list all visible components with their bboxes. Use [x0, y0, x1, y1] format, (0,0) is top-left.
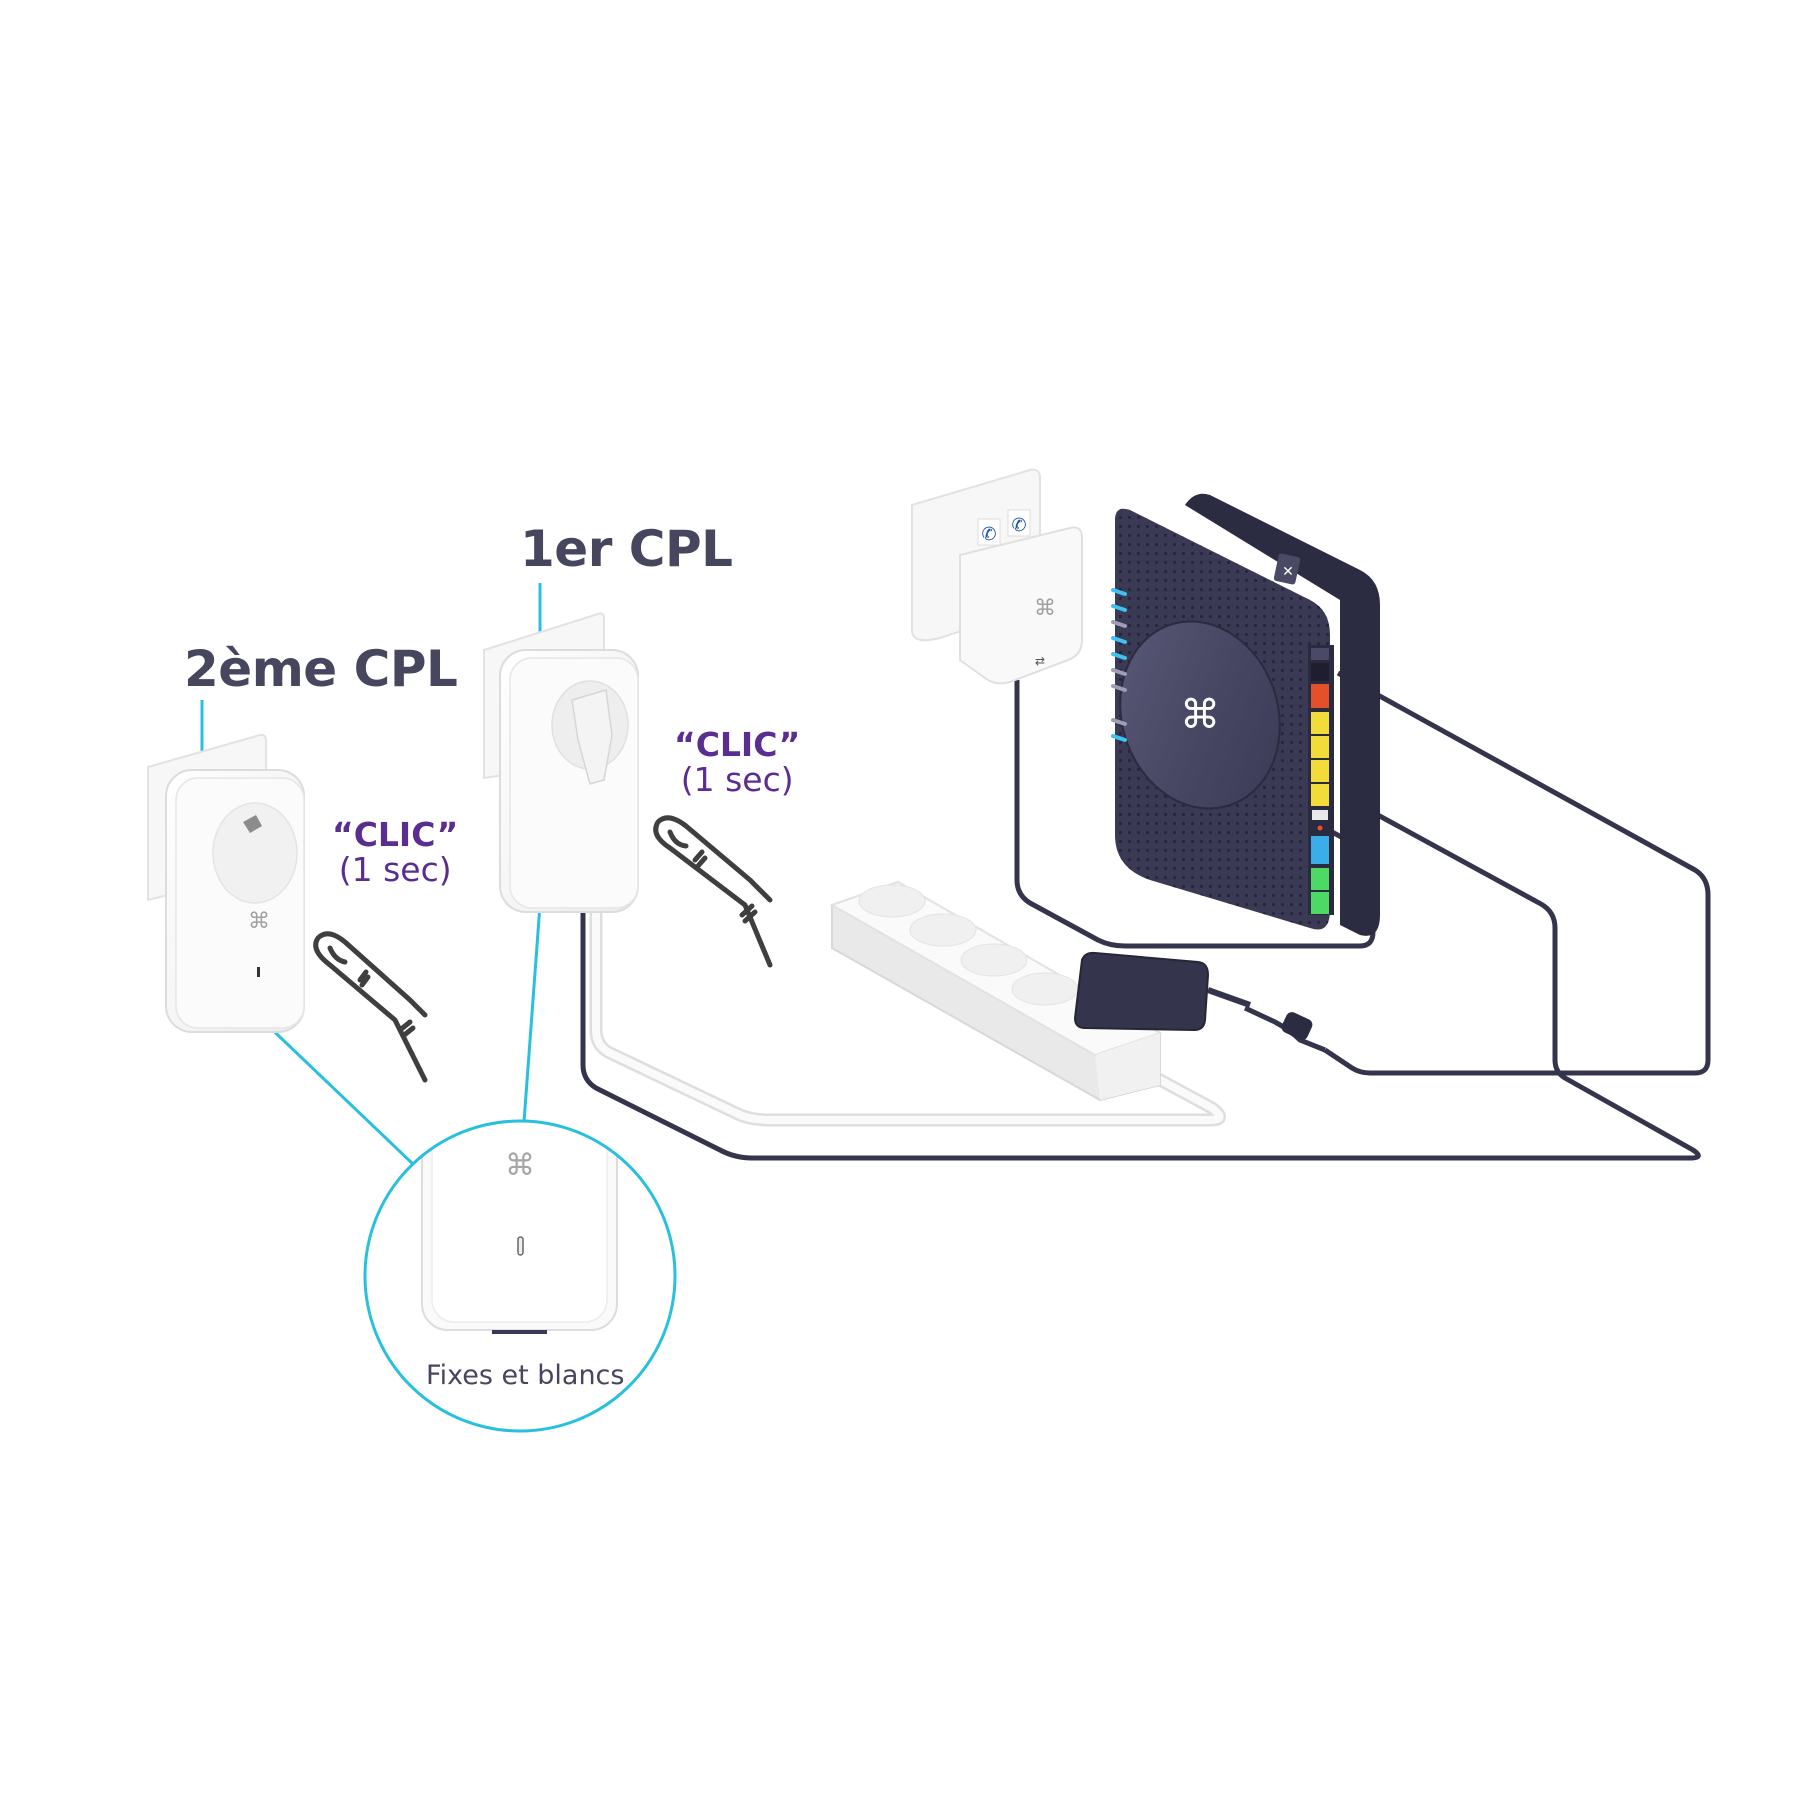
ground-pin-icon: [243, 815, 262, 833]
ethernet-port-3: [1311, 760, 1329, 782]
phone-socket-adapter: ✆ ✆ ⌘ ⇄: [911, 468, 1083, 685]
callout-line-first-cpl-to-zoom: [522, 904, 542, 1123]
ethernet-cable-cpl-to-router: [580, 805, 1701, 1161]
socket-hole: [212, 802, 298, 904]
power-in-port: [1311, 663, 1329, 681]
router-power-supply: [1073, 951, 1313, 1040]
brand-logo-icon: ⌘: [248, 909, 270, 934]
second-cpl-adapter: ⌘: [147, 733, 305, 1033]
phone-port-1: [1311, 868, 1329, 890]
router-stand: [1185, 493, 1380, 936]
phone-port-icon: ✆: [981, 524, 996, 545]
fiber-port: [1311, 684, 1329, 708]
brand-logo-icon: ⌘: [1034, 596, 1056, 621]
status-led-off: [517, 1236, 524, 1256]
router-status-leds: [1111, 588, 1127, 742]
status-led: [257, 967, 260, 977]
router-ports: [1311, 648, 1329, 914]
finger-pressing-first-cpl: [653, 815, 773, 968]
callout-line-second-cpl-to-zoom: [258, 1016, 416, 1167]
dsl-port-icon: ⇄: [1035, 654, 1045, 668]
finger-pressing-second-cpl: [313, 931, 428, 1083]
callout-circle: [363, 1119, 677, 1433]
router-top-logo-icon: ✕: [1282, 564, 1294, 580]
cables: [580, 670, 1711, 1161]
dsl-port: [1311, 836, 1329, 864]
router-logo-icon: ⌘: [1180, 692, 1220, 738]
hands: [313, 815, 773, 1083]
brand-logo-icon: ⌘: [505, 1148, 535, 1183]
press-duration-label: (1 sec): [338, 849, 452, 889]
ethernet-port-2: [1311, 736, 1329, 758]
first-cpl-adapter: [483, 612, 639, 913]
zoom-callout-caption: Fixes et blancs: [426, 1360, 625, 1391]
outlet-2: [909, 913, 977, 947]
outlet-4: [1011, 972, 1079, 1006]
ethernet-port-1: [1311, 712, 1329, 734]
ferrite-core: [1281, 1012, 1313, 1040]
router: ⌘ ✕: [1111, 493, 1380, 936]
reset-button: [1317, 825, 1323, 831]
second-cpl-title: 2ème CPL: [184, 640, 458, 698]
press-duration-label: (1 sec): [680, 759, 794, 799]
ethernet-port-4: [1311, 784, 1329, 806]
press-instruction-second: “CLIC” (1 sec): [332, 815, 459, 889]
press-instruction-first: “CLIC” (1 sec): [674, 725, 801, 799]
zoom-callout: ⌘: [363, 1119, 677, 1433]
plug-inserted: [571, 689, 613, 785]
outlet-3: [960, 943, 1028, 977]
first-cpl-title: 1er CPL: [520, 520, 733, 578]
press-action-label: “CLIC”: [674, 725, 801, 764]
power-switch: [1311, 648, 1329, 660]
press-action-label: “CLIC”: [332, 815, 459, 854]
usb-port: [1312, 810, 1328, 820]
phone-port-icon: ✆: [1011, 515, 1026, 536]
phone-port-2: [1311, 892, 1329, 914]
fiber-cable: [1323, 670, 1711, 1076]
outlet-1: [858, 884, 926, 918]
